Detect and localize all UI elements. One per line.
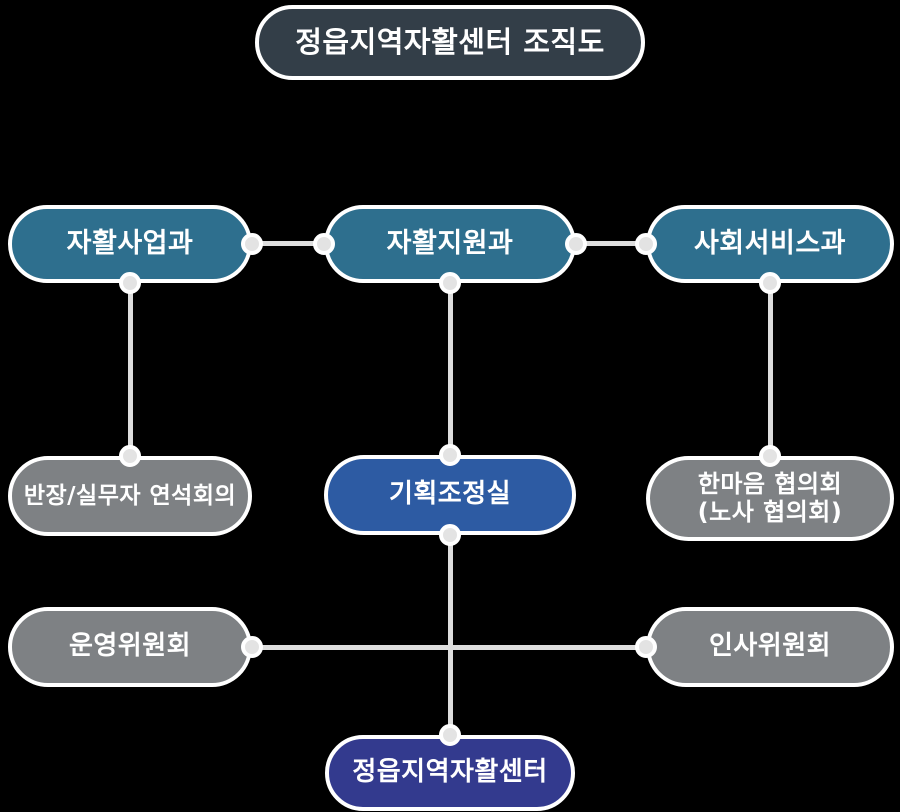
connector-dot [759, 445, 781, 467]
org-node-label-line2: (노사 협의회) [697, 497, 843, 526]
connector-line-dept2-planning [448, 283, 453, 456]
connector-dot [635, 636, 657, 658]
connector-dot [119, 272, 141, 294]
org-node-leaders-practitioners-joint-meeting: 반장/실무자 연석회의 [8, 456, 252, 536]
org-node-hanmaeum-council: 한마음 협의회 (노사 협의회) [646, 456, 894, 541]
connector-dot [119, 445, 141, 467]
org-node-label: 운영위원회 [68, 631, 192, 662]
connector-dot [439, 444, 461, 466]
connector-dot [439, 724, 461, 746]
org-chart-title-label: 정읍지역자활센터 조직도 [295, 24, 605, 59]
org-node-label: 기획조정실 [388, 479, 512, 510]
org-node-personnel-committee: 인사위원회 [646, 607, 894, 687]
connector-dot [565, 233, 587, 255]
connector-line-dept3-council2 [768, 283, 773, 456]
connector-dot [439, 272, 461, 294]
org-node-label-line1: 한마음 협의회 [697, 469, 843, 498]
connector-line-dept2-dept3 [576, 241, 646, 246]
org-node-label: 자활지원과 [386, 228, 514, 260]
org-node-label: 사회서비스과 [693, 228, 847, 260]
org-node-label: 반장/실무자 연석회의 [23, 482, 237, 509]
connector-dot [759, 272, 781, 294]
connector-dot [241, 233, 263, 255]
connector-dot [635, 233, 657, 255]
connector-line-committee1-committee2 [252, 645, 646, 650]
connector-dot [313, 233, 335, 255]
org-node-label: 자활사업과 [66, 228, 194, 260]
connector-dot [241, 636, 263, 658]
org-node-jeongeup-self-sufficiency-center: 정읍지역자활센터 [325, 735, 575, 811]
connector-line-planning-center [448, 535, 453, 735]
connector-line-dept1-council1 [128, 283, 133, 456]
org-node-steering-committee: 운영위원회 [8, 607, 252, 687]
connector-line-dept1-dept2 [252, 241, 324, 246]
org-node-label: 인사위원회 [708, 631, 832, 662]
org-chart-title: 정읍지역자활센터 조직도 [255, 5, 645, 80]
org-node-self-sufficiency-support-dept: 자활지원과 [324, 205, 576, 283]
org-node-label: 정읍지역자활센터 [352, 757, 548, 788]
connector-dot [439, 524, 461, 546]
org-node-social-service-dept: 사회서비스과 [646, 205, 894, 283]
org-node-planning-coordination-office: 기획조정실 [324, 455, 576, 535]
